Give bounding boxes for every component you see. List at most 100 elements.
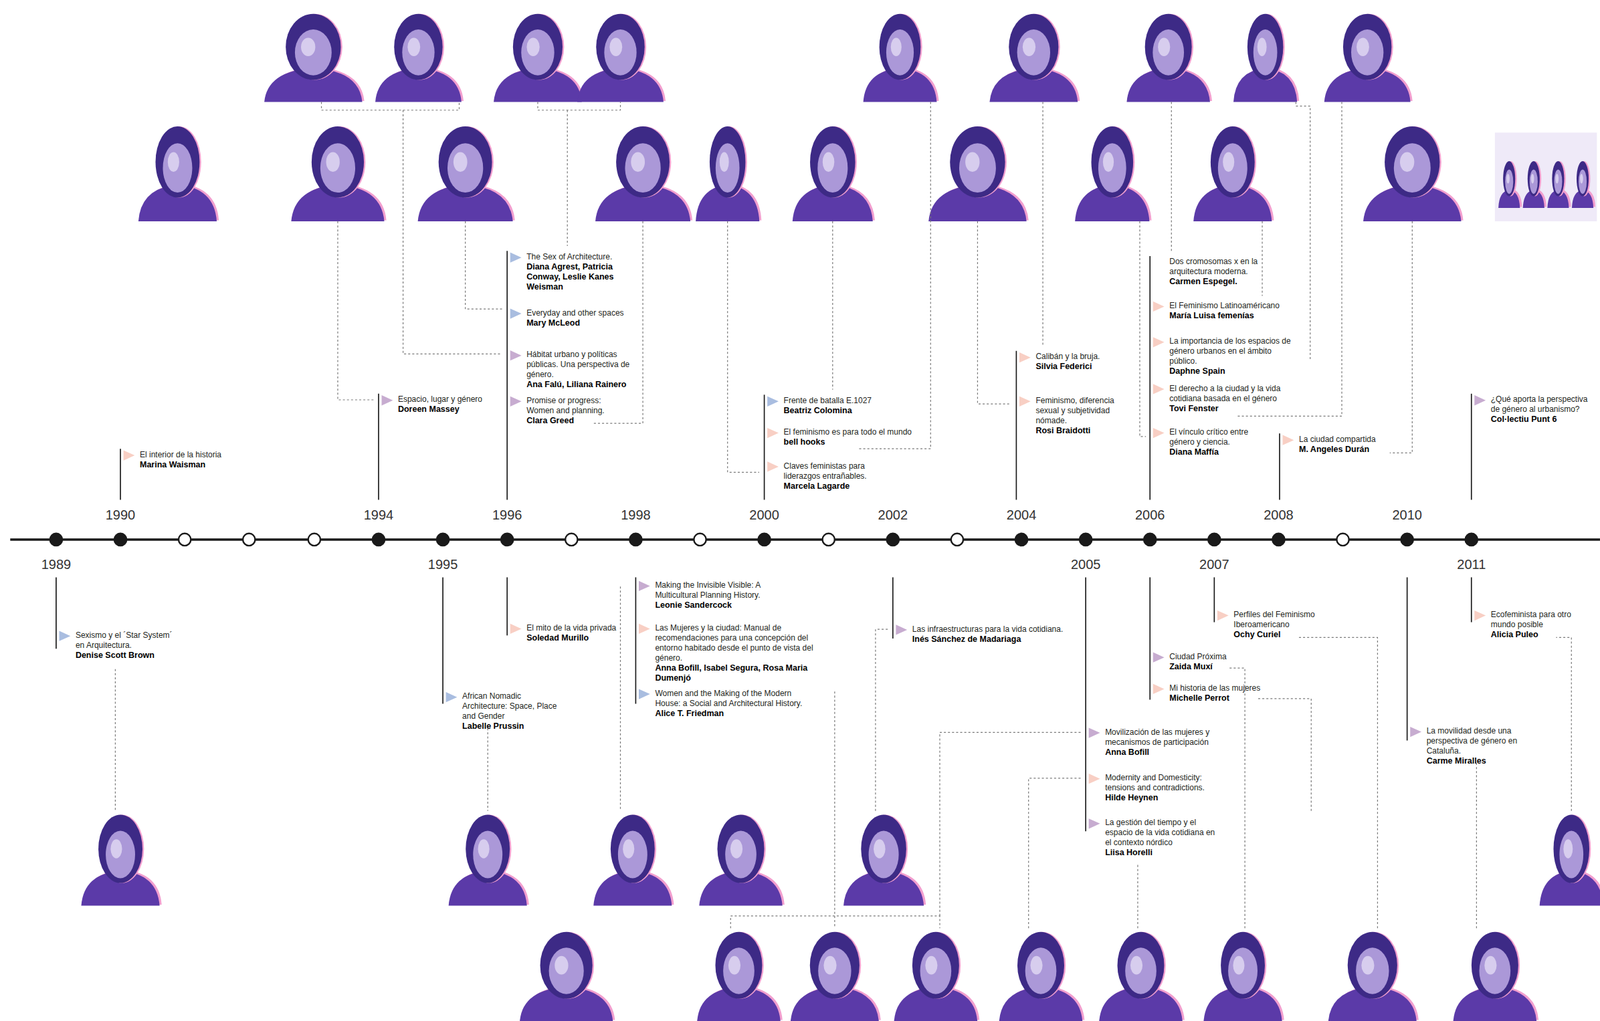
entry-author: Mary McLeod — [526, 318, 634, 329]
year-stem — [1406, 577, 1409, 741]
portrait-photo — [698, 814, 785, 906]
timeline-entry: Sexismo y el ´Star System´ en Arquitectu… — [75, 630, 173, 661]
leader-line — [321, 102, 460, 111]
year-dot — [822, 533, 835, 546]
portrait-hair — [393, 14, 443, 81]
entry-title: Perfiles del Feminismo Iberoamericano — [1233, 610, 1341, 631]
portrait-photo — [696, 932, 783, 1021]
entry-flag — [123, 450, 136, 461]
portrait-photo — [418, 126, 516, 222]
entry-flag — [381, 395, 394, 406]
portrait-face — [472, 831, 503, 879]
portrait-light — [730, 839, 743, 859]
year-dot — [114, 533, 127, 546]
timeline-entry: La movilidad desde una perspectiva de gé… — [1426, 726, 1548, 767]
entry-title: Sexismo y el ´Star System´ en Arquitectu… — [75, 630, 173, 651]
year-label: 1998 — [605, 507, 666, 524]
year-dot — [565, 533, 578, 546]
year-dot — [886, 533, 899, 546]
portrait-hair — [1551, 161, 1564, 197]
portrait-photo — [593, 814, 674, 906]
entry-author: Anna Bofill — [1105, 747, 1220, 758]
entry-flag — [1410, 727, 1422, 738]
portrait-face — [1253, 29, 1278, 76]
portrait-hair — [1220, 932, 1265, 1000]
portrait-light — [728, 956, 741, 976]
portrait-face — [817, 143, 848, 193]
entry-author: Zaida Muxí — [1169, 662, 1272, 673]
portrait-light — [1484, 956, 1497, 976]
portrait-light — [167, 151, 180, 172]
entry-flag — [510, 308, 522, 319]
timeline-entry: El mito de la vida privadaSoledad Murill… — [526, 623, 631, 644]
timeline-entry: El Feminismo LatinoaméricanoMaría Luisa … — [1169, 301, 1290, 322]
entry-flag — [1088, 818, 1101, 829]
portrait-face — [624, 143, 661, 193]
portrait-photo — [80, 814, 162, 906]
timeline-entry: La importancia de los espacios de género… — [1169, 336, 1300, 377]
portrait-photo — [1328, 932, 1419, 1021]
portrait-hair — [1210, 126, 1255, 198]
leader-line — [620, 586, 621, 812]
timeline-entry: La gestión del tiempo y el espacio de la… — [1105, 818, 1220, 859]
entry-title: ¿Qué aporta la perspectiva de género al … — [1490, 394, 1592, 415]
entry-flag — [767, 428, 779, 439]
portrait-face — [868, 831, 899, 879]
entry-flag — [767, 396, 779, 407]
timeline-entry: El vínculo crítico entre género y cienci… — [1169, 427, 1261, 458]
portrait-face — [1479, 947, 1512, 994]
portrait-light — [1361, 956, 1374, 976]
portrait-face — [715, 143, 740, 193]
entry-title: Mi historia de las mujeres — [1169, 683, 1282, 694]
entry-title: Dos cromosomas x en la arquitectura mode… — [1169, 256, 1267, 277]
portrait-hair — [1471, 932, 1519, 1000]
group-photo-ground — [1494, 132, 1598, 222]
portrait-photo — [790, 932, 881, 1021]
entry-flag — [1019, 352, 1031, 363]
year-label: 2000 — [734, 507, 795, 524]
portrait-face — [1152, 29, 1184, 76]
year-dot — [629, 533, 642, 546]
year-dot — [1465, 533, 1478, 546]
portrait-hair — [1527, 161, 1540, 197]
portrait-face — [1529, 169, 1538, 194]
portrait-light — [1222, 151, 1235, 172]
year-dot — [501, 533, 514, 546]
portrait-face — [1355, 947, 1389, 994]
portrait-light — [1400, 151, 1415, 172]
year-stem — [1149, 256, 1151, 501]
entry-flag — [1153, 684, 1165, 695]
year-stem — [763, 394, 766, 500]
portrait-photo — [519, 932, 615, 1021]
year-dot — [436, 533, 449, 546]
portrait-face — [1559, 831, 1584, 879]
portrait-hair — [1503, 161, 1516, 197]
entry-title: Ciudad Próxima — [1169, 652, 1272, 663]
portrait-light — [478, 839, 490, 859]
portrait-light — [1563, 839, 1573, 859]
portrait-face — [320, 143, 356, 193]
portrait-photo — [595, 126, 693, 222]
portrait-photo — [928, 126, 1029, 222]
portrait-face — [1218, 143, 1248, 193]
portrait-light — [1257, 37, 1267, 56]
portrait-light — [873, 839, 886, 859]
entry-author: Diana Agrest, Patricia Conway, Leslie Ka… — [526, 262, 634, 293]
portrait-photo — [695, 126, 762, 222]
year-dot — [1208, 533, 1221, 546]
entry-author: Diana Maffía — [1169, 447, 1261, 458]
entry-flag — [1153, 652, 1165, 663]
portrait-light — [453, 151, 468, 172]
entry-author: Marcela Lagarde — [783, 481, 891, 492]
year-dot — [1015, 533, 1028, 546]
entry-author: Alice T. Friedman — [654, 709, 809, 720]
entry-title: Hábitat urbano y políticas públicas. Una… — [526, 349, 647, 380]
portrait-hair — [810, 932, 860, 1000]
portrait-hair — [879, 14, 922, 81]
leader-line — [727, 221, 760, 473]
timeline-entry: Ciudad PróximaZaida Muxí — [1169, 652, 1272, 673]
portrait-hair — [810, 126, 856, 198]
leader-line — [591, 221, 643, 424]
entry-author: Hilde Heynen — [1105, 793, 1218, 804]
year-label: 2011 — [1441, 556, 1502, 573]
